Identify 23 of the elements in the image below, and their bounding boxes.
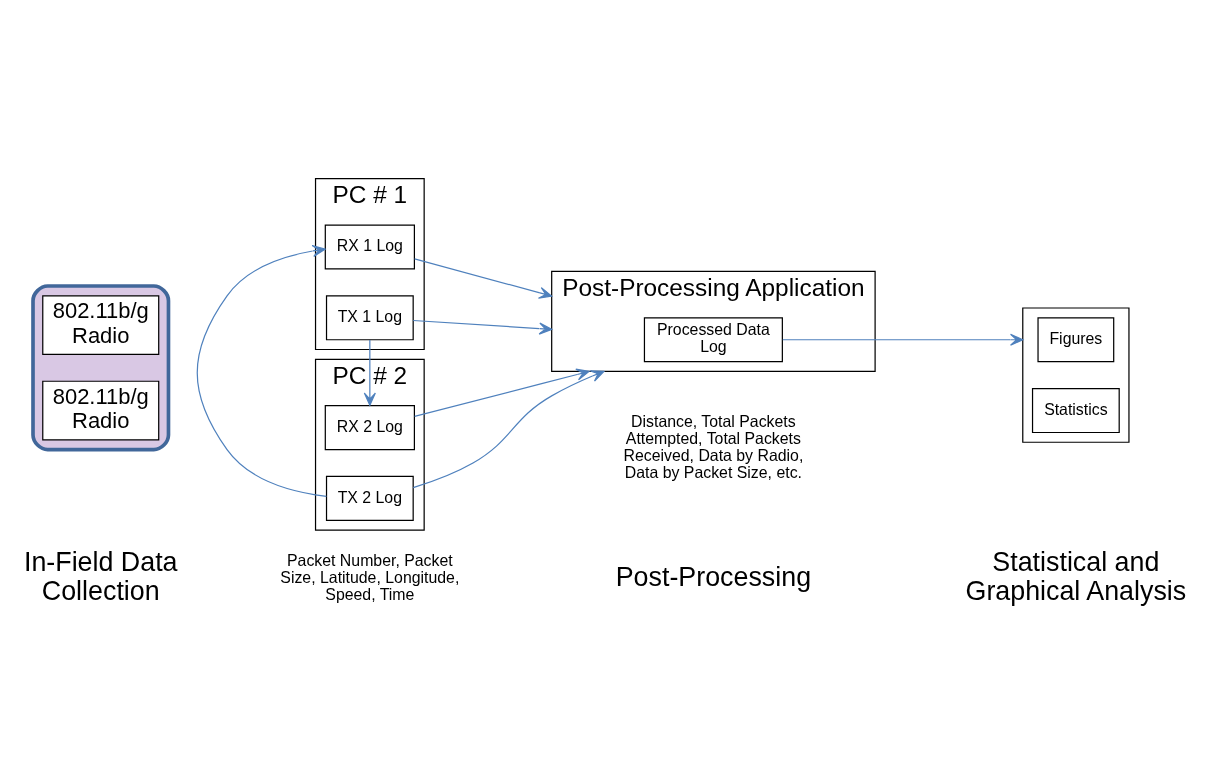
label: In-Field Data Collection [23, 547, 178, 607]
label: Distance, Total Packets Attempted, Total Packets Received, Data by Radio, Data by Packet Size, etc. [623, 412, 804, 482]
label: Post-Processing [615, 561, 812, 592]
label: Statistical and Graphical Analysis [965, 547, 1187, 607]
arrow [782, 333, 1024, 346]
node-box: Processed Data Log [643, 317, 783, 363]
arrow [414, 258, 553, 299]
node-box: 802.11b/g Radio [42, 295, 160, 355]
node-box: TX 1 Log [325, 295, 414, 341]
node-box: TX 2 Log [325, 475, 414, 521]
node-box: Statistics [1031, 387, 1120, 434]
node-box: RX 2 Log [324, 405, 415, 451]
arrow [196, 244, 328, 498]
arrow [412, 319, 553, 335]
cluster [31, 284, 171, 452]
arrow [412, 370, 605, 489]
arrow [414, 368, 590, 417]
arrow [363, 339, 376, 406]
label: Packet Number, Packet Size, Latitude, Longitude, Speed, Time [280, 552, 460, 604]
node-box: Figures [1037, 317, 1115, 363]
node-box: RX 1 Log [324, 224, 415, 270]
node-box: 802.11b/g Radio [42, 380, 160, 441]
cluster [1022, 307, 1130, 443]
